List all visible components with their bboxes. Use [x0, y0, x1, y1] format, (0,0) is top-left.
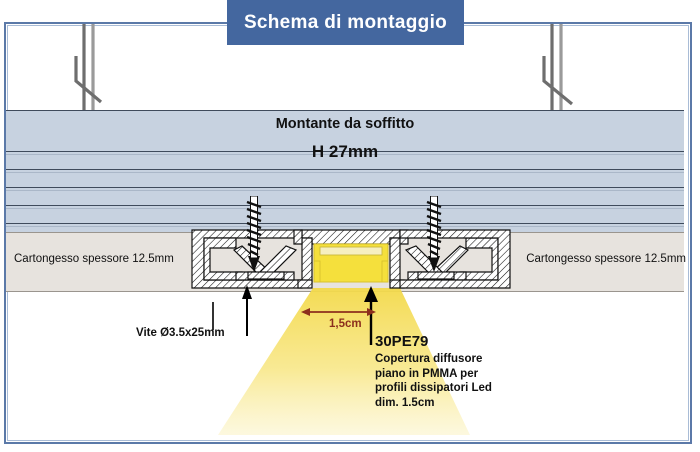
screw-right	[426, 196, 442, 272]
description-line-4: dim. 1.5cm	[375, 396, 435, 409]
description-line-1: Copertura diffusore	[375, 353, 483, 365]
product-description: Copertura diffusore piano in PMMA per pr…	[375, 352, 492, 410]
ceiling-profile-block: Montante da soffitto H 27mm	[6, 110, 684, 232]
page-title: Schema di montaggio	[227, 0, 464, 45]
screw-label: Vite Ø3.5x25mm	[136, 327, 225, 339]
screw-left	[246, 196, 262, 272]
drywall-label-right: Cartongesso spessore 12.5mm	[526, 253, 686, 265]
product-code-label: 30PE79	[375, 333, 429, 350]
light-cone	[218, 288, 470, 435]
ceiling-hanger-right	[542, 24, 574, 112]
ceiling-height-label: H 27mm	[311, 142, 379, 161]
dimension-label: 1,5cm	[329, 318, 362, 330]
description-line-2: piano in PMMA per	[375, 367, 479, 380]
description-line-3: profili dissipatori Led	[375, 382, 492, 394]
ceiling-label: Montante da soffitto	[275, 116, 415, 132]
drywall-label-left: Cartongesso spessore 12.5mm	[14, 253, 174, 265]
ceiling-hanger-left	[74, 24, 103, 112]
aluminium-profile-section	[191, 229, 511, 289]
